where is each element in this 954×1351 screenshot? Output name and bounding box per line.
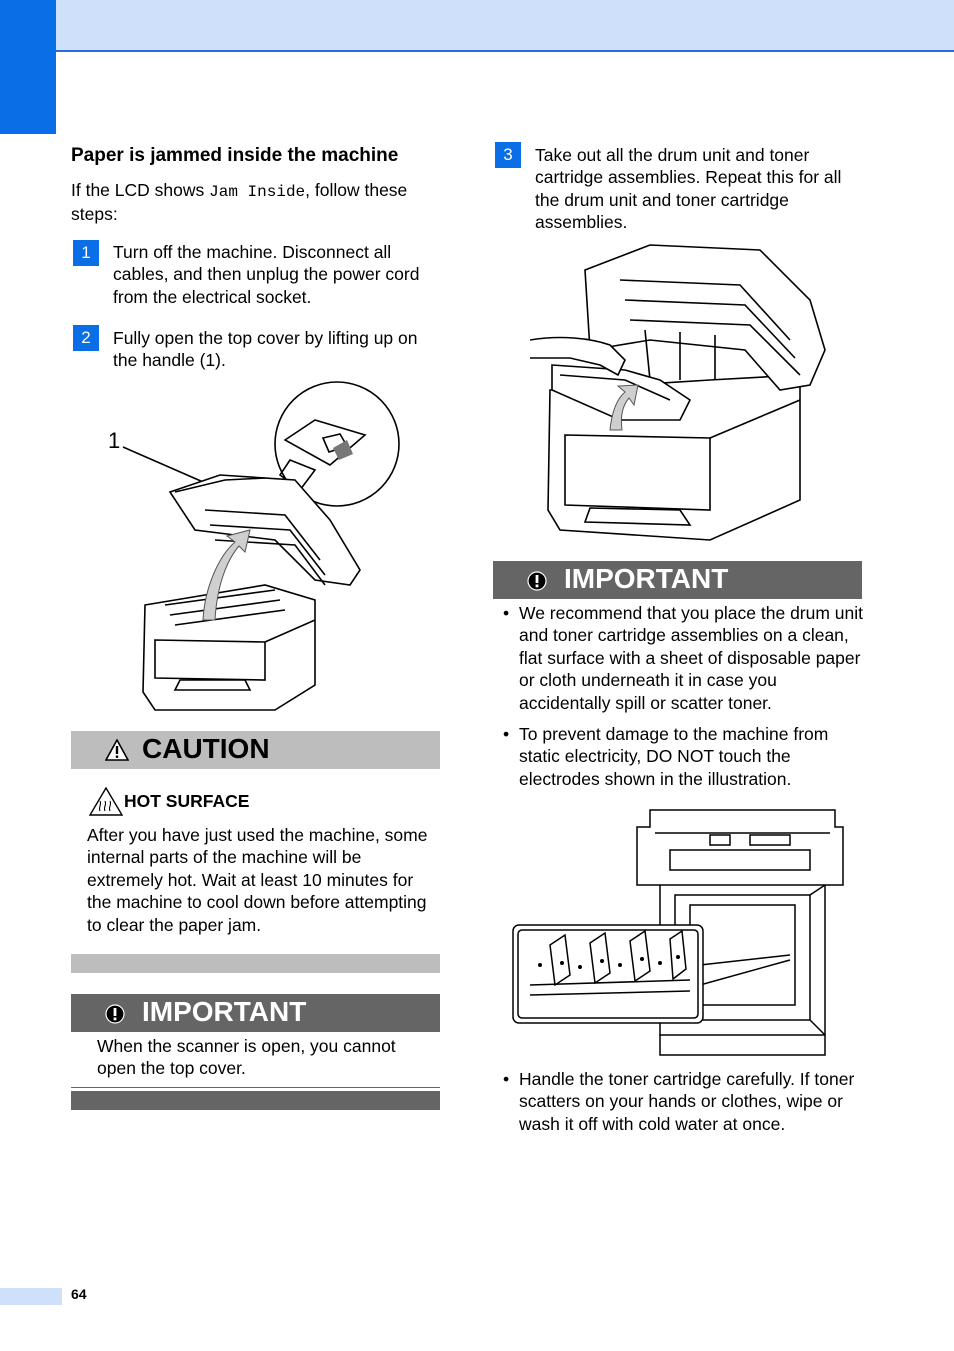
chapter-tab bbox=[0, 0, 56, 134]
caution-footer bbox=[71, 954, 440, 973]
drum-removal-illustration bbox=[530, 244, 826, 541]
important-bullet-2: To prevent damage to the machine from st… bbox=[519, 724, 829, 789]
important-header-right: IMPORTANT bbox=[493, 561, 862, 599]
bullet-marker: • bbox=[503, 603, 510, 623]
caution-title: CAUTION bbox=[142, 733, 270, 764]
warning-triangle-icon bbox=[105, 739, 129, 761]
exclamation-icon bbox=[527, 571, 547, 591]
bullet-marker: • bbox=[503, 1069, 510, 1089]
intro-text: If the LCD shows Jam Inside, follow thes… bbox=[71, 180, 408, 225]
caution-text: After you have just used the machine, so… bbox=[87, 825, 428, 935]
important-bullet-1: We recommend that you place the drum uni… bbox=[519, 603, 864, 713]
electrodes-illustration bbox=[512, 809, 844, 1056]
important-bullet-3: Handle the toner cartridge carefully. If… bbox=[519, 1069, 855, 1134]
important-text-left: When the scanner is open, you cannot ope… bbox=[97, 1036, 396, 1079]
page-number: 64 bbox=[71, 1286, 87, 1302]
section-title: Paper is jammed inside the machine bbox=[71, 145, 399, 166]
step-3-text: Take out all the drum unit and toner car… bbox=[535, 145, 842, 233]
callout-label: 1 bbox=[108, 428, 121, 453]
step-2-badge: 2 bbox=[73, 325, 99, 351]
step-1-badge: 1 bbox=[73, 240, 99, 266]
important-rule-left bbox=[71, 1087, 440, 1088]
lcd-message: Jam Inside bbox=[209, 183, 306, 201]
hot-surface-title: HOT SURFACE bbox=[124, 791, 250, 811]
step-2-text: Fully open the top cover by lifting up o… bbox=[113, 328, 418, 371]
bullet-marker: • bbox=[503, 724, 510, 744]
caution-header: CAUTION bbox=[71, 731, 440, 769]
exclamation-icon bbox=[105, 1004, 125, 1024]
printer-open-cover-illustration bbox=[122, 381, 400, 711]
step-1-text: Turn off the machine. Disconnect all cab… bbox=[113, 242, 420, 307]
important-title-right: IMPORTANT bbox=[564, 563, 729, 594]
step-3-badge: 3 bbox=[495, 142, 521, 168]
header-band bbox=[0, 0, 954, 52]
important-title-left: IMPORTANT bbox=[142, 996, 307, 1027]
hot-surface-icon bbox=[89, 787, 123, 816]
important-header-left: IMPORTANT bbox=[71, 994, 440, 1032]
important-footer-left bbox=[71, 1091, 440, 1110]
page-number-bar bbox=[0, 1288, 62, 1305]
